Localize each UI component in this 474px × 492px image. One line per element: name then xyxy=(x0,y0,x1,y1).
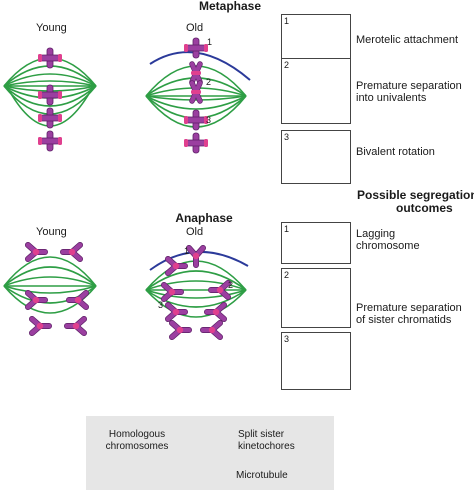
lagging-chromosome-label-2: chromosome xyxy=(356,240,420,252)
legend-box xyxy=(86,416,334,490)
legend-microtubule-label: Microtubule xyxy=(236,470,288,481)
legend-homologous-line-1: Homologous xyxy=(108,429,166,440)
young-label-anaphase: Young xyxy=(36,226,67,238)
ana-panel-2-box xyxy=(281,268,351,328)
anaphase-old-chromosomes xyxy=(164,248,228,337)
meta-number-2: 2 xyxy=(206,77,212,87)
legend-split-sister-line-2: kinetochores xyxy=(238,441,295,452)
merotelic-attachment-label: Merotelic attachment xyxy=(356,34,459,46)
lagging-chromosome-label-1: Lagging xyxy=(356,228,396,240)
legend-split-sister-line-1: Split sister xyxy=(238,429,285,440)
young-label-metaphase: Young xyxy=(36,22,67,34)
ana-number-3: 3 xyxy=(158,300,164,310)
meta-number-3: 3 xyxy=(206,115,212,125)
metaphase-heading: Metaphase xyxy=(198,0,262,13)
meta-panel-1-box xyxy=(281,14,351,62)
bivalent-rotation-label: Bivalent rotation xyxy=(356,146,435,158)
ana-panel-1-box xyxy=(281,222,351,264)
anaphase-heading: Anaphase xyxy=(175,211,233,225)
premature-separation-univalents-label-1: Premature separation xyxy=(356,80,462,92)
ana-number-2: 2 xyxy=(228,280,234,290)
ana-panel-3-box xyxy=(281,332,351,390)
old-label-anaphase: Old xyxy=(186,226,204,238)
meta-number-1: 1 xyxy=(207,37,213,47)
outcomes-title-line-1: Possible segregation xyxy=(357,188,474,202)
legend-homologous-line-2: chromosomes xyxy=(105,441,169,452)
premature-separation-sister-label-2: of sister chromatids xyxy=(356,314,452,326)
metaphase-young-chromosomes xyxy=(37,47,63,152)
ana-number-1: 1 xyxy=(184,246,190,256)
meta-panel-2-number: 2 xyxy=(284,60,290,70)
ana-panel-3-number: 3 xyxy=(284,334,290,344)
meta-panel-3-box xyxy=(281,130,351,184)
premature-separation-univalents-label-2: into univalents xyxy=(356,92,427,104)
ana-panel-2-number: 2 xyxy=(284,270,290,280)
meta-panel-3-number: 3 xyxy=(284,132,290,142)
meta-panel-2-box xyxy=(281,58,351,124)
ana-panel-1-number: 1 xyxy=(284,224,290,234)
old-label-metaphase: Old xyxy=(186,22,204,34)
outcomes-title-line-2: outcomes xyxy=(396,201,453,215)
premature-separation-sister-label-1: Premature separation xyxy=(356,302,462,314)
meta-panel-1-number: 1 xyxy=(284,16,290,26)
